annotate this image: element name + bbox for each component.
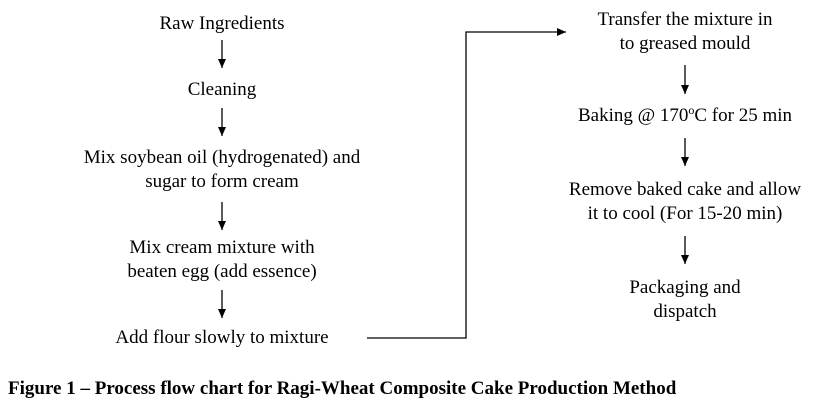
step-mix-oil-sugar: Mix soybean oil (hydrogenated) and sugar… <box>83 147 361 192</box>
step-add-flour: Add flour slowly to mixture <box>115 327 329 348</box>
step-cool-cake: Remove baked cake and allow it to cool (… <box>568 179 802 224</box>
step-mix-cream-egg: Mix cream mixture with beaten egg (add e… <box>127 237 317 282</box>
step-packaging: Packaging and dispatch <box>629 277 741 322</box>
step-cleaning: Cleaning <box>187 79 257 100</box>
step-baking: Baking @ 170oC for 25 min <box>577 103 793 126</box>
figure-caption: Figure 1 – Process flow chart for Ragi-W… <box>8 378 677 399</box>
connector-arrow <box>367 28 566 339</box>
step-raw-ingredients: Raw Ingredients <box>159 13 285 34</box>
step-transfer-mould: Transfer the mixture in to greased mould <box>597 9 773 54</box>
